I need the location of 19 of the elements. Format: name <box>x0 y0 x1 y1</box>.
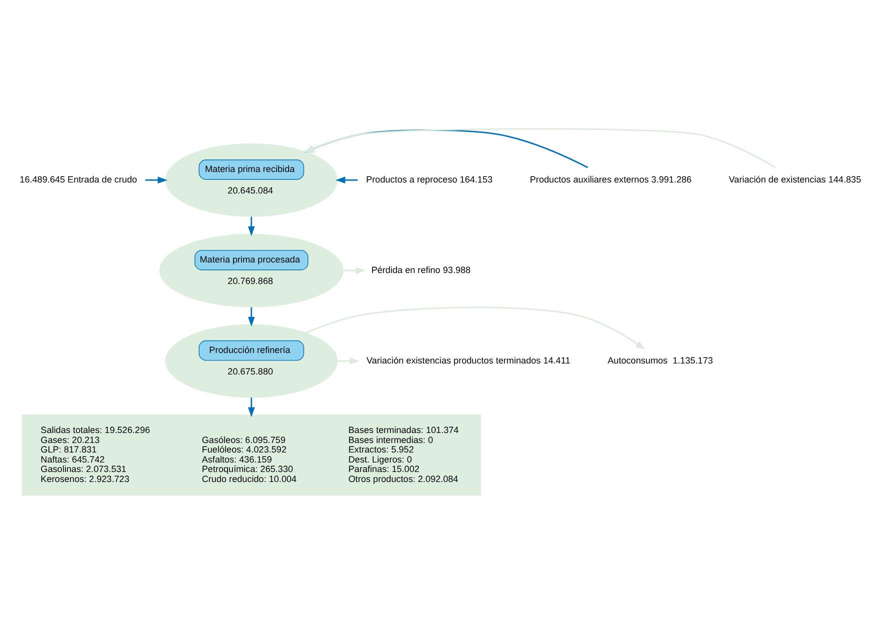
arrow <box>306 306 646 350</box>
node-box: Salidas totales: 19.526.296 Gases: 20.213 GLP: 817.831 Naftas: 645.742 Gasolinas: 2.073.531 Kerosenos: 2.923.723 Gasóleos: 6.095.759 Fuelóleos: 4.023.592 Asfaltos: 436.159 Petroquímica: 265.330 Crudo reducido: 10.004 Bases terminadas: 101.374 Bases intermedias: 0 Extractos: 5.952 Dest. Ligeros: 0 Parafinas: 15.002 Otros productos: 2.092.084 <box>22 414 481 496</box>
node-text: Variación existencias productos terminados 14.411 <box>366 354 570 365</box>
node-text: Autoconsumos 1.135.173 <box>608 354 713 365</box>
arrow <box>145 176 168 183</box>
arrow <box>248 216 255 236</box>
arrow <box>248 306 255 326</box>
node-ellipse: Producción refinería 20.675.880 <box>165 324 338 398</box>
node-text: Productos auxiliares externos 3.991.286 <box>530 174 692 184</box>
node-ellipse: Materia prima procesada 20.769.868 <box>159 233 344 307</box>
node-text: Productos a reproceso 164.153 <box>366 174 493 184</box>
node-text: Variación de existencias 144.835 <box>728 174 862 184</box>
node-ellipse: Materia prima recibida 20.645.084 <box>165 142 338 216</box>
arrow <box>343 266 366 274</box>
node-text: 16.489.645 Entrada de crudo <box>20 174 138 184</box>
node-text: Pérdida en refino 93.988 <box>371 264 471 274</box>
arrow <box>337 357 360 364</box>
arrow <box>335 176 358 183</box>
arrow <box>248 397 255 417</box>
